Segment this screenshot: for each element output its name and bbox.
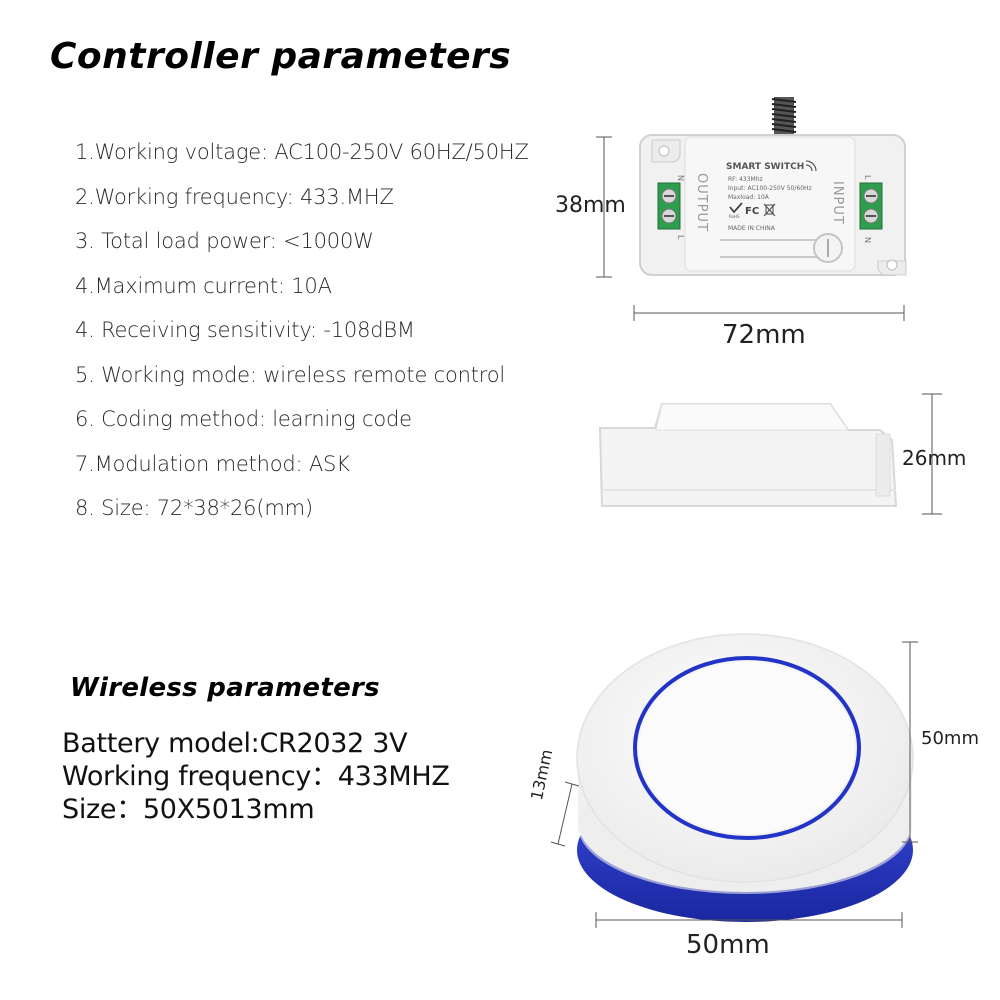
input-terminal [859,182,883,230]
wifi-signal-icon [805,160,817,172]
controller-depth-dim: 26mm [902,446,967,470]
antenna-spring-icon [771,97,797,137]
label-product-name: SMART SWITCH [726,162,804,172]
remote-height-dimension-line [902,641,918,843]
rohs-check-icon [729,202,743,214]
wireless-param-item: Working frequency：433MHZ [62,761,450,792]
label-maxload: Maxload: 10A [728,194,770,201]
controller-width-dim: 72mm [722,320,806,350]
terminal-l-label: L [863,175,872,180]
depth-dimension-line [922,393,942,515]
width-dimension-line [633,305,905,321]
remote-width-dimension-line [595,912,903,928]
wireless-title: Wireless parameters [70,673,380,703]
param-item: 4. Receiving sensitivity: -108dBM [75,318,415,342]
param-item: 2.Working frequency: 433.MHZ [75,184,394,209]
param-item: 3. Total load power: <1000W [75,229,374,253]
weee-bin-icon [763,203,776,217]
controller-height-dim: 38mm [555,193,626,218]
output-side-label: OUTPUT [694,173,709,232]
terminal-n-label: N [863,237,872,243]
wireless-param-item: Battery model:CR2032 3V [62,728,408,759]
remote-width-dim: 50mm [686,930,770,960]
terminal-n-label: N [676,175,685,181]
terminal-l-label: L [676,235,685,240]
label-input: Input: AC100-250V 50/60Hz [728,185,812,192]
remote-height-dim: 50mm [921,728,979,749]
wireless-param-item: Size：50X5013mm [62,794,315,825]
controller-top-view-image: N L L N OUTPUT INPUT SMART SWITCH RF: 43… [596,97,907,321]
param-item: 1.Working voltage: AC100-250V 60HZ/50HZ [75,140,529,164]
wireless-params-list: Battery model:CR2032 3V Working frequenc… [62,727,450,826]
fc-mark: FC [745,206,759,217]
wireless-remote-image [550,633,918,928]
learn-button-icon [720,233,843,263]
thickness-dimension-line [550,781,580,847]
controller-side-view-image [598,393,942,515]
param-item: 5. Working mode: wireless remote control [75,362,506,387]
param-item: 7.Modulation method: ASK [75,451,350,476]
label-rf: RF: 433Mhz [728,176,763,183]
param-item: 8. Size: 72*38*26(mm) [75,496,313,520]
height-dimension-line [596,136,612,278]
output-terminal [657,182,681,230]
label-made-in: MADE IN CHINA [728,225,776,232]
param-item: 4.Maximum current: 10A [75,273,332,298]
controller-params-list: 1.Working voltage: AC100-250V 60HZ/50HZ … [75,130,529,531]
controller-title: Controller parameters [50,36,512,77]
rohs-text: RoHS [729,214,740,219]
input-side-label: INPUT [830,181,845,225]
param-item: 6. Coding method: learning code [75,407,412,431]
